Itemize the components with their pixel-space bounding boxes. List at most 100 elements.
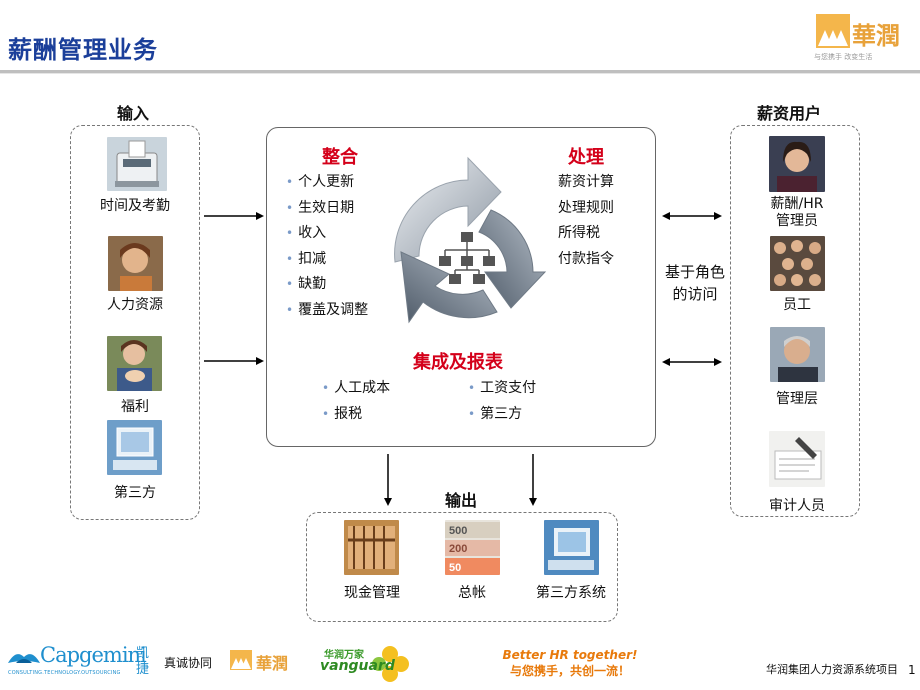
capgemini-wordmark: Capgemini bbox=[40, 643, 147, 667]
users-label-auditor: 审计人员 bbox=[769, 498, 825, 514]
hr-person-image bbox=[108, 236, 163, 291]
bullet-icon: • bbox=[286, 226, 294, 241]
third-party-system-image bbox=[544, 520, 599, 575]
process-heading: 处理 bbox=[568, 147, 604, 168]
input-label-attendance: 时间及考勤 bbox=[100, 198, 170, 214]
capgemini-logo: Capgemini CONSULTING.TECHNOLOGY.OUTSOURC… bbox=[6, 643, 156, 683]
auditor-image bbox=[769, 431, 825, 487]
access-arrow-top-left-head bbox=[662, 212, 670, 220]
report-heading: 集成及报表 bbox=[413, 352, 503, 373]
output-arrow-right-head bbox=[529, 498, 537, 506]
input-arrow-top-head bbox=[256, 212, 264, 220]
access-arrow-bottom-left-head bbox=[662, 358, 670, 366]
capgemini-tagline: CONSULTING.TECHNOLOGY.OUTSOURCING bbox=[8, 670, 121, 676]
header-rule bbox=[0, 70, 920, 73]
page-number: 1 bbox=[908, 663, 916, 677]
partnership-text: 真诚协同 bbox=[164, 656, 213, 670]
output-arrows bbox=[384, 454, 537, 506]
cycle-arrow-right bbox=[478, 209, 547, 309]
process-item: 付款指令 bbox=[558, 250, 614, 267]
page-title: 薪酬管理业务 bbox=[8, 36, 158, 64]
input-label-hr: 人力资源 bbox=[107, 297, 163, 313]
output-arrow-left-head bbox=[384, 498, 392, 506]
hr-admin-image bbox=[769, 136, 825, 192]
output-label-cash: 现金管理 bbox=[344, 585, 400, 601]
input-box bbox=[70, 125, 200, 520]
employees-image bbox=[770, 236, 825, 291]
cycle-arrow-bottom bbox=[400, 251, 498, 324]
bullet-icon: • bbox=[286, 175, 294, 189]
third-party-image bbox=[107, 420, 162, 475]
capgemini-spade-icon bbox=[8, 654, 40, 663]
general-ledger-image: 500 200 50 bbox=[445, 520, 500, 575]
header-rule-shadow bbox=[0, 73, 920, 74]
bullet-icon: • bbox=[468, 407, 476, 421]
access-arrows bbox=[662, 212, 722, 366]
process-panel bbox=[266, 127, 656, 447]
footer-huarun-logo: 華潤 bbox=[230, 650, 290, 678]
slogan-en: Better HR together! bbox=[502, 648, 638, 662]
vanguard-circles-icon bbox=[372, 646, 409, 682]
report-list-right: •工资支付 •第三方 bbox=[468, 375, 536, 427]
cycle-arrows-graphic bbox=[394, 156, 547, 324]
integrate-item: •缺勤 bbox=[286, 276, 327, 293]
svg-text:200: 200 bbox=[449, 543, 467, 555]
timeclock-image bbox=[107, 137, 167, 191]
report-item: •报税 bbox=[322, 406, 363, 422]
org-chart-icon bbox=[439, 232, 495, 284]
input-heading: 输入 bbox=[117, 104, 150, 123]
access-label-line2: 的访问 bbox=[672, 285, 718, 303]
input-label-benefits: 福利 bbox=[121, 399, 149, 415]
input-arrow-bottom-head bbox=[256, 357, 264, 365]
process-list: 薪资计算 处理规则 所得税 付款指令 bbox=[558, 170, 614, 272]
bullet-icon: • bbox=[286, 200, 294, 215]
integrate-item: •生效日期 bbox=[286, 199, 355, 216]
integrate-item: •收入 bbox=[286, 225, 327, 242]
slogan-cn: 与您携手，共创一流！ bbox=[509, 664, 630, 678]
input-label-third-party: 第三方 bbox=[114, 485, 156, 501]
vanguard-logo: 华润万家 vanguard bbox=[320, 642, 412, 688]
huarun-logo: 華潤 与您携手 改变生活 bbox=[814, 12, 906, 64]
svg-text:500: 500 bbox=[449, 525, 467, 537]
access-label-line1: 基于角色 bbox=[664, 263, 725, 281]
users-label-management: 管理层 bbox=[776, 391, 818, 407]
report-list-left: •人工成本 •报税 bbox=[322, 375, 390, 427]
integrate-item: •个人更新 bbox=[286, 174, 355, 190]
footer-logo-text: 華潤 bbox=[256, 654, 289, 673]
bullet-icon: • bbox=[322, 381, 330, 395]
access-arrow-top-right-head bbox=[714, 212, 722, 220]
capgemini-cn: 凯捷 bbox=[136, 646, 150, 677]
users-box bbox=[730, 125, 860, 517]
process-item: 处理规则 bbox=[558, 199, 614, 216]
logo-text: 華潤 bbox=[852, 21, 900, 50]
logo-slogan: 与您携手 改变生活 bbox=[814, 53, 873, 61]
integrate-item: •覆盖及调整 bbox=[286, 301, 369, 318]
bullet-icon: • bbox=[286, 277, 294, 292]
integrate-item: •扣减 bbox=[286, 250, 327, 267]
output-label-third-party-system: 第三方系统 bbox=[536, 585, 606, 601]
cash-management-image bbox=[344, 520, 399, 575]
management-image bbox=[770, 327, 825, 382]
cycle-arrow-top bbox=[394, 156, 502, 263]
bullet-icon: • bbox=[468, 381, 476, 395]
svg-text:50: 50 bbox=[449, 562, 461, 574]
bullet-icon: • bbox=[286, 302, 294, 317]
output-box bbox=[306, 512, 618, 622]
output-label-ledger: 总帐 bbox=[458, 585, 486, 601]
bullet-icon: • bbox=[286, 251, 294, 266]
integrate-list: •个人更新 •生效日期 •收入 •扣减 •缺勤 •覆盖及调整 bbox=[286, 170, 368, 324]
benefits-image bbox=[107, 336, 162, 391]
process-item: 薪资计算 bbox=[558, 174, 614, 190]
users-label-hr-admin: 薪酬/HR 管理员 bbox=[770, 196, 824, 229]
access-label: 基于角色 的访问 bbox=[657, 261, 733, 305]
output-heading: 输出 bbox=[445, 491, 478, 510]
bullet-icon: • bbox=[322, 407, 330, 421]
users-heading: 薪资用户 bbox=[757, 104, 822, 123]
footer-huarun-icon bbox=[230, 650, 252, 670]
report-item: •人工成本 bbox=[322, 380, 391, 396]
huarun-logo-icon bbox=[816, 14, 850, 48]
users-label-employees: 员工 bbox=[783, 297, 811, 313]
vanguard-cn: 华润万家 bbox=[324, 650, 364, 661]
integrate-heading: 整合 bbox=[322, 147, 358, 168]
process-item: 所得税 bbox=[558, 225, 600, 242]
